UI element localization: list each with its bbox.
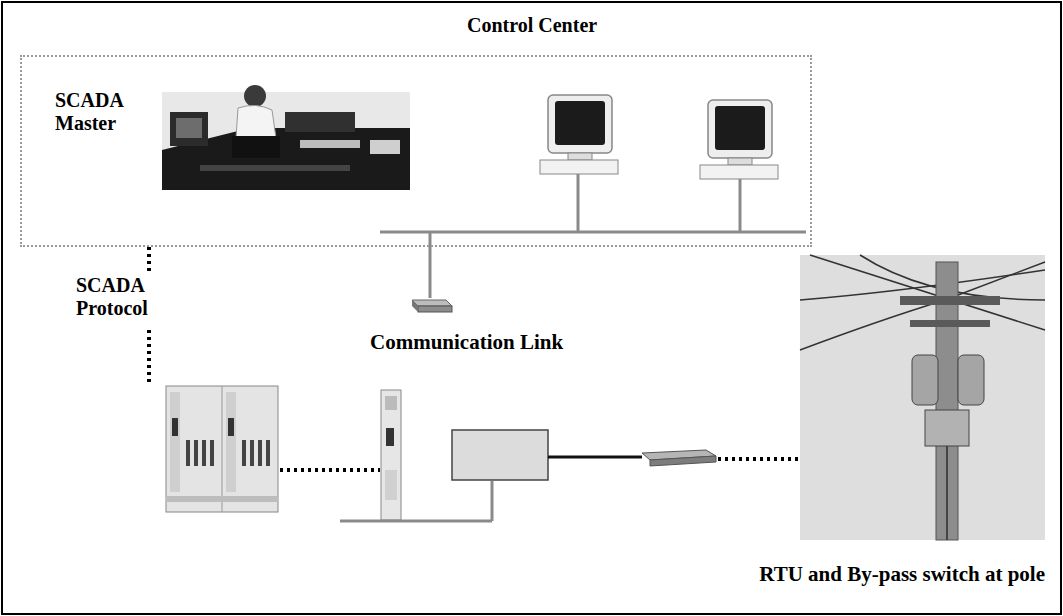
pole-photo [800, 255, 1045, 540]
caption-label: RTU and By-pass switch at pole [759, 562, 1045, 586]
link-label: Communication Link [370, 330, 563, 354]
workstation [700, 100, 778, 179]
field-bus [340, 481, 492, 521]
serial-link [280, 468, 380, 472]
region-heading: Control Center [467, 14, 597, 37]
controller-box [452, 430, 548, 480]
region-label: SCADA Master [55, 89, 155, 135]
lan-bus [380, 174, 806, 298]
protocol-label: SCADA Protocol [76, 274, 188, 320]
modem-icon [412, 300, 452, 312]
rtu-rack [166, 386, 278, 512]
workstation [540, 95, 618, 174]
cable [548, 456, 642, 459]
rtu-module [381, 390, 401, 520]
region-box: Control CenterSCADA Master [20, 55, 812, 247]
radio-link [718, 457, 800, 461]
radio-modem [642, 450, 716, 466]
operator-photo [162, 85, 410, 190]
